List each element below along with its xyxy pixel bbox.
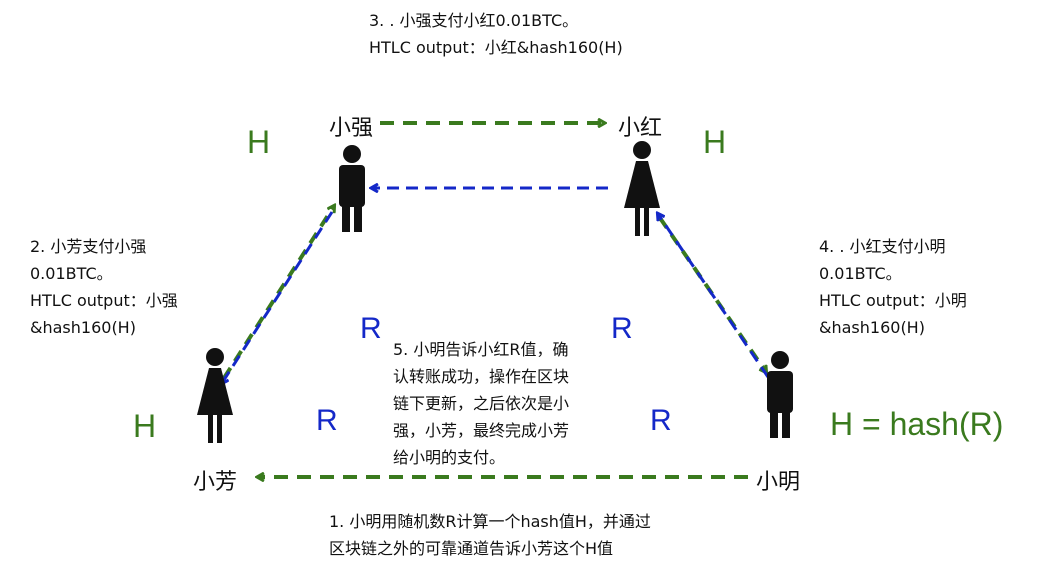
r-mark-lower-left: R xyxy=(316,404,338,437)
note-line: &hash160(H) xyxy=(819,318,925,337)
note-step5: 5. 小明告诉小红R值，确 认转账成功，操作在区块 链下更新，之后依次是小 强，… xyxy=(393,336,569,471)
note-line: 0.01BTC。 xyxy=(819,264,902,283)
note-line: 链下更新，之后依次是小 xyxy=(393,394,570,413)
note-line: 给小明的支付。 xyxy=(393,448,506,467)
male-person-icon xyxy=(767,351,793,438)
note-line: 5. 小明告诉小红R值，确 xyxy=(393,340,569,359)
r-mark-lower-right: R xyxy=(650,404,672,437)
note-line: 0.01BTC。 xyxy=(30,264,113,283)
note-line: HTLC output：小明 xyxy=(819,291,967,310)
h-mark-qiang: H xyxy=(247,124,271,160)
male-person-icon xyxy=(339,145,365,232)
note-step3: 3. . 小强支付小红0.01BTC。 HTLC output：小红&hash1… xyxy=(369,7,623,61)
arrow-qiang-to-fang-r xyxy=(222,211,334,383)
note-line: 认转账成功，操作在区块 xyxy=(393,367,570,386)
female-person-icon xyxy=(197,348,233,443)
female-person-icon xyxy=(624,141,660,236)
r-mark-upper-left: R xyxy=(360,312,382,345)
note-line: HTLC output：小强 xyxy=(30,291,178,310)
node-label-qiang: 小强 xyxy=(329,116,374,141)
note-step4: 4. . 小红支付小明 0.01BTC。 HTLC output：小明 &has… xyxy=(819,233,967,341)
note-step2: 2. 小芳支付小强 0.01BTC。 HTLC output：小强 &hash1… xyxy=(30,233,178,341)
note-step1: 1. 小明用随机数R计算一个hash值H，并通过 区块链之外的可靠通道告诉小芳这… xyxy=(329,508,651,562)
node-label-hong: 小红 xyxy=(618,116,663,141)
note-line: 区块链之外的可靠通道告诉小芳这个H值 xyxy=(329,539,614,558)
node-label-ming: 小明 xyxy=(756,470,801,495)
note-line: 2. 小芳支付小强 xyxy=(30,237,147,256)
note-line: &hash160(H) xyxy=(30,318,136,337)
note-line: HTLC output：小红&hash160(H) xyxy=(369,38,623,57)
note-line: 3. . 小强支付小红0.01BTC。 xyxy=(369,11,579,30)
arrow-ming-to-hong-r xyxy=(658,214,770,378)
note-line: 4. . 小红支付小明 xyxy=(819,237,946,256)
r-mark-upper-right: R xyxy=(611,312,633,345)
formula-h-hash-r: H = hash(R) xyxy=(830,406,1004,442)
note-line: 1. 小明用随机数R计算一个hash值H，并通过 xyxy=(329,512,651,531)
h-mark-fang: H xyxy=(133,408,157,444)
node-label-fang: 小芳 xyxy=(193,470,238,495)
h-mark-hong: H xyxy=(703,124,727,160)
note-line: 强，小芳，最终完成小芳 xyxy=(393,421,570,440)
